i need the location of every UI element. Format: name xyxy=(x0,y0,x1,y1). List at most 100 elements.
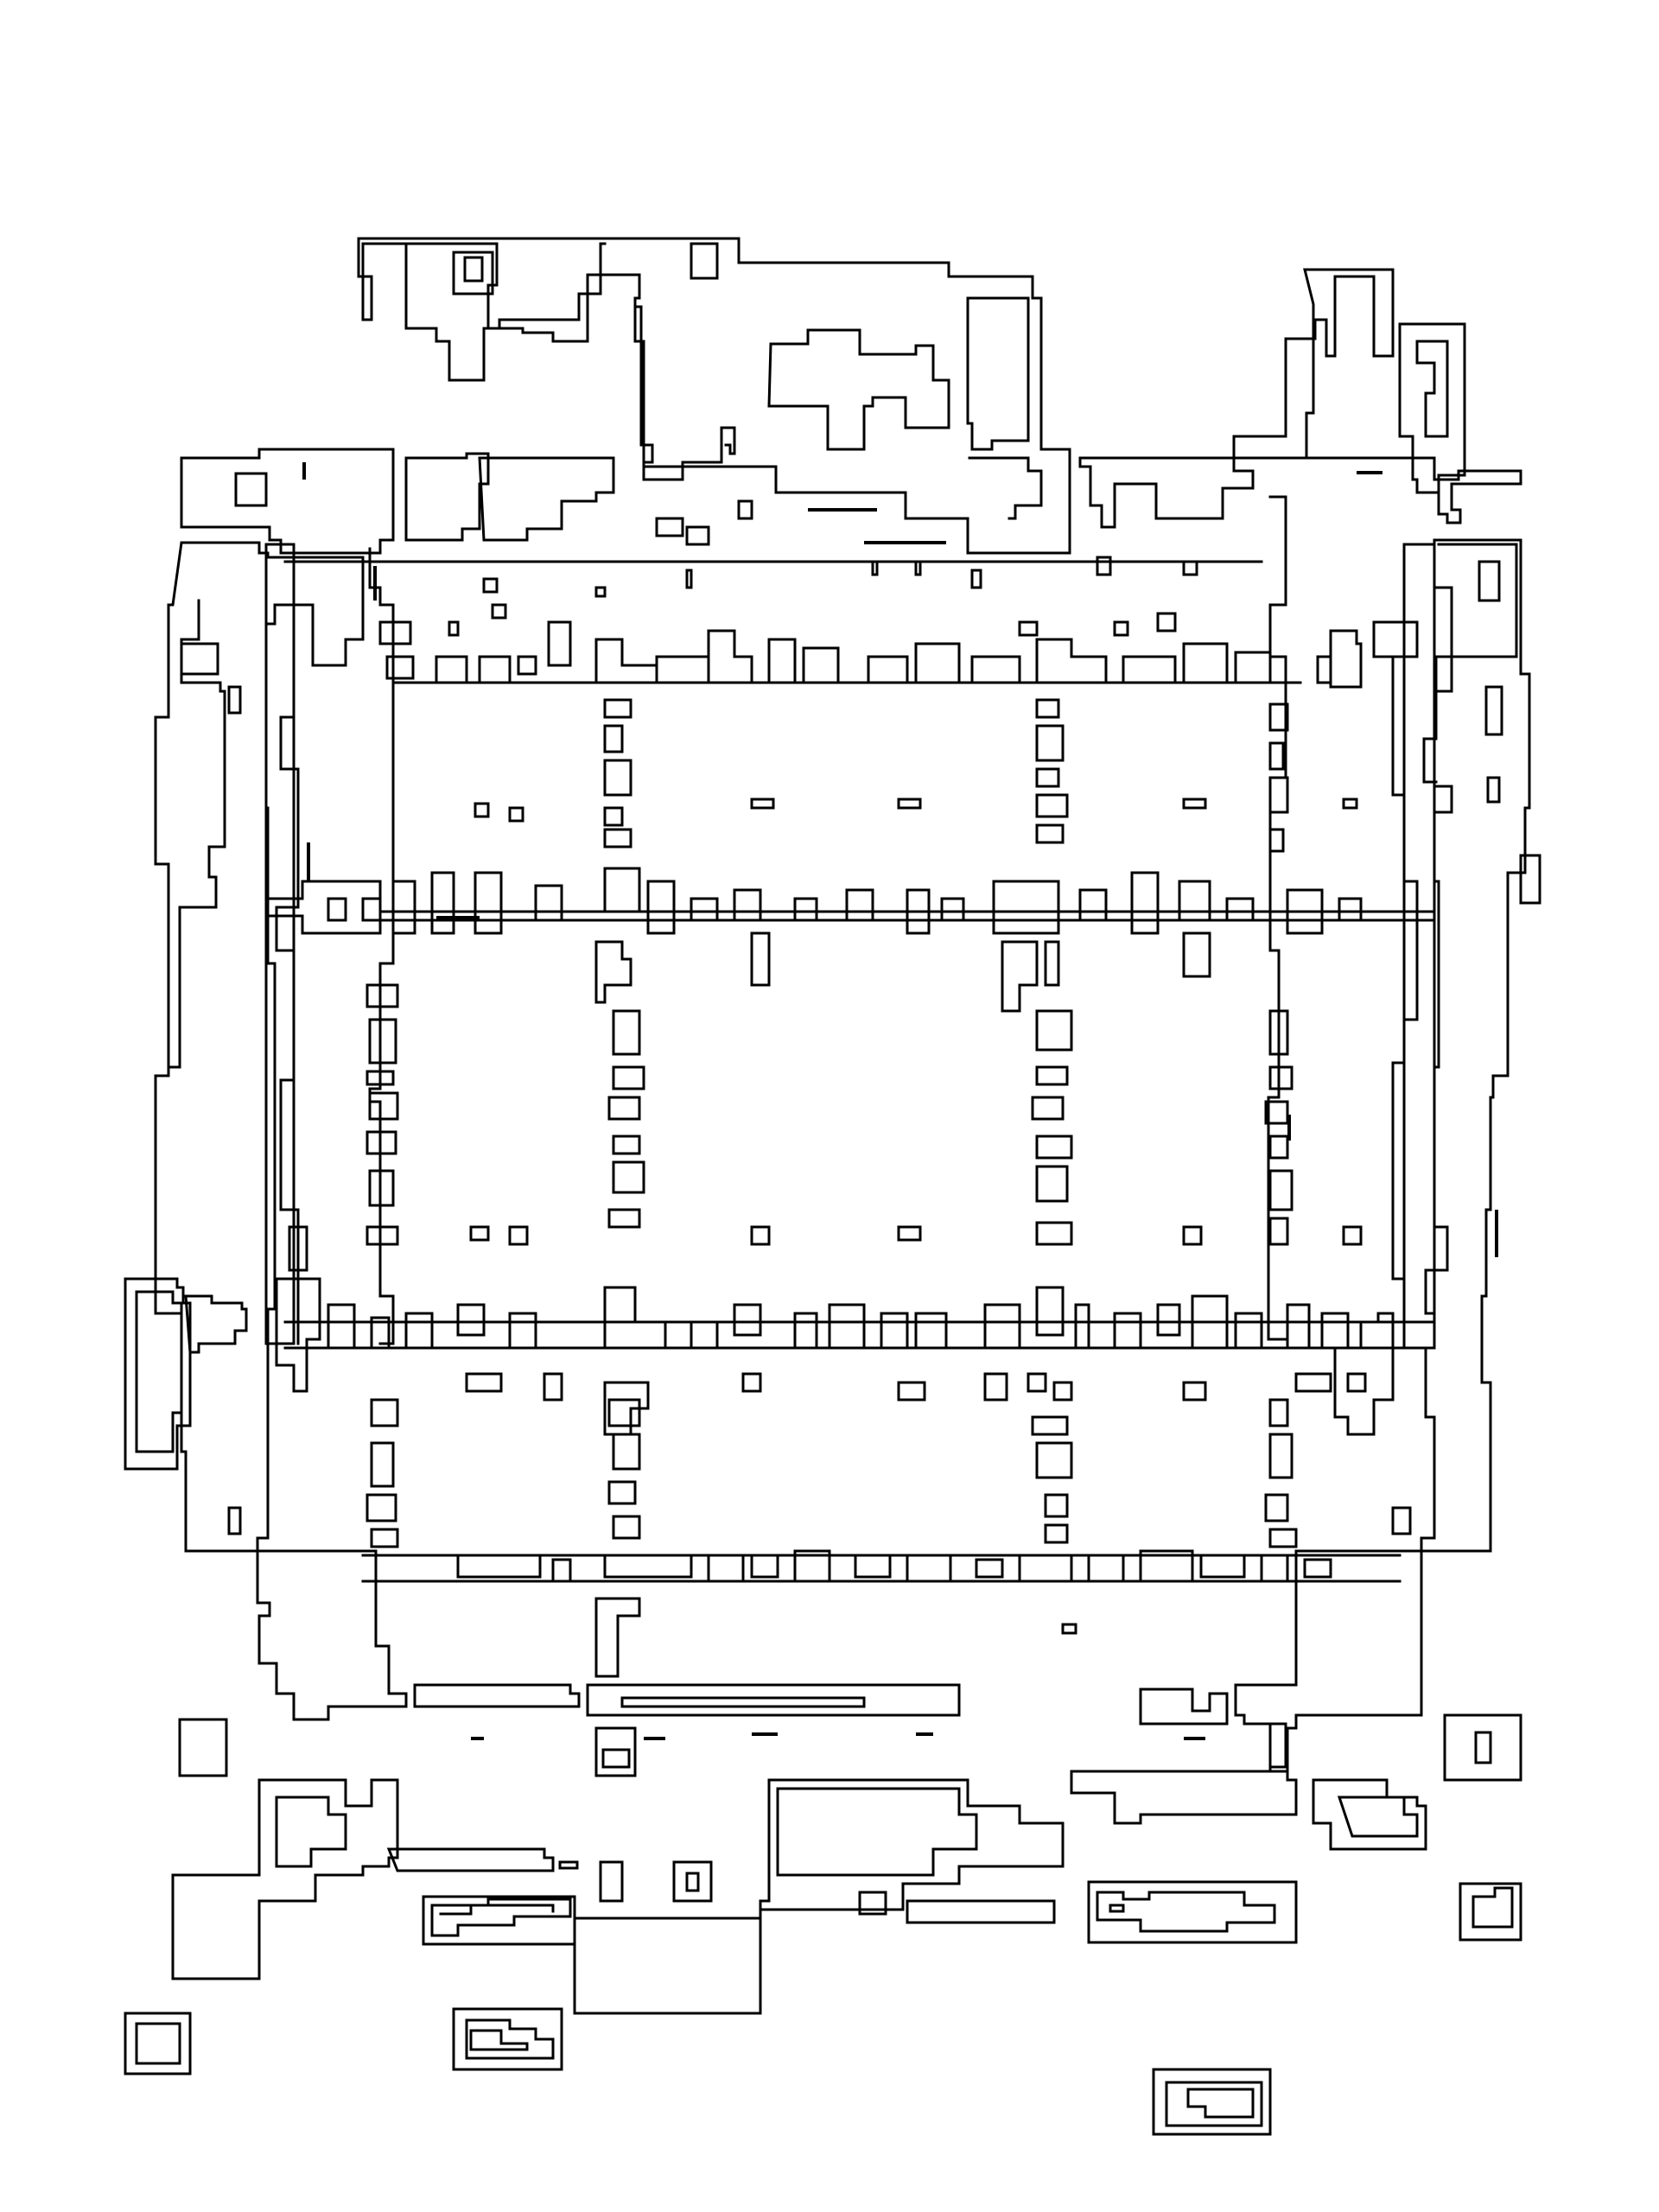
ramp-small-window-inner xyxy=(685,1872,700,1892)
top-window-1-inner xyxy=(463,256,484,283)
foundation-center-inner xyxy=(776,1787,978,1877)
mid2-left-shapes xyxy=(327,1303,537,1350)
dash-left-1 xyxy=(373,566,377,601)
top-right-tower xyxy=(1232,268,1395,460)
base-window-center xyxy=(594,1726,637,1777)
foundation-right-ladder-inner xyxy=(1337,1796,1419,1838)
dash-mid-2 xyxy=(1287,1115,1291,1141)
base-long-ledge-2 xyxy=(586,1683,961,1717)
fragment-bottom-right-inner xyxy=(1165,2081,1263,2127)
foundation-right-ladder xyxy=(1312,1778,1427,1851)
top-window-2 xyxy=(690,242,719,280)
top-window-1 xyxy=(452,251,494,296)
vertical-piers xyxy=(264,495,1436,1350)
base-right-window xyxy=(1268,1722,1287,1769)
pier-inner-right xyxy=(1267,495,1287,1341)
floating-fragments xyxy=(124,2007,1272,2136)
fragment-bottom-right-block xyxy=(1186,2088,1255,2119)
inner-detail-column-left xyxy=(603,698,632,849)
dash-top-4 xyxy=(302,462,306,480)
mid2-center-shapes xyxy=(603,1286,866,1350)
fragment-bottom-left-2 xyxy=(452,2007,563,2071)
fragment-bottom-left xyxy=(124,2012,192,2075)
lower-ramps xyxy=(422,1860,1522,1946)
top-left-ledge-window xyxy=(234,472,268,507)
ramp-right-inner xyxy=(1096,1891,1276,1933)
inner-column-center-left-mid xyxy=(607,1009,645,1229)
inner-column-left-low xyxy=(365,1398,399,1548)
lower-band-shapes xyxy=(456,1554,779,1583)
left-outer-column xyxy=(154,541,365,1553)
base-platform xyxy=(178,1549,1522,1782)
dash-left-2 xyxy=(307,842,310,881)
ramp-left-outer xyxy=(422,1895,576,1946)
mid1-hanging-2 xyxy=(750,931,1039,1013)
ramp-far-right xyxy=(1459,1882,1522,1942)
top-block-lower xyxy=(968,456,1043,520)
dash-top-2 xyxy=(864,541,946,544)
foundation-left-stair-inner xyxy=(275,1796,347,1868)
base-window-center-inner xyxy=(601,1748,631,1769)
mid2-hanging-left xyxy=(465,1372,650,1436)
top-right-slot xyxy=(1398,322,1466,494)
mid1-left-shapes xyxy=(327,871,455,935)
upper-band-left-blocks xyxy=(378,620,572,684)
foundation xyxy=(171,1770,1427,2015)
ramp-small-bar xyxy=(558,1860,579,1870)
pier-inner-left xyxy=(368,547,395,1345)
inner-detail-column-right xyxy=(1268,702,1289,853)
base-long-ledge-2-inner xyxy=(620,1696,866,1708)
foundation-center-block xyxy=(573,1778,1065,2015)
inner-column-center-right-mid xyxy=(1031,1009,1073,1246)
dash-marks xyxy=(302,462,1498,1740)
fragment-bottom-left-2-inner xyxy=(465,2018,555,2060)
lower-band xyxy=(361,1549,1402,1678)
lower-band-shapes-3 xyxy=(1087,1549,1332,1583)
top-center-block xyxy=(966,296,1030,451)
inner-column-mid-low xyxy=(607,1398,641,1540)
left-window-upper xyxy=(180,642,219,676)
mid1-center-shapes-2 xyxy=(733,888,965,935)
right-window-4 xyxy=(1519,854,1541,905)
inner-dashes-mid xyxy=(469,1225,1363,1246)
ramp-right-outer xyxy=(1087,1880,1298,1944)
fragment-bottom-left-inner xyxy=(135,2022,181,2065)
mid1-right-shapes xyxy=(992,871,1363,935)
top-ledge-2 xyxy=(404,452,490,542)
dash-lower-1 xyxy=(752,1732,778,1736)
base-far-right-window xyxy=(1443,1713,1522,1782)
left-outer-column-inner xyxy=(167,599,226,1069)
mid2-hanging-mid xyxy=(741,1372,1047,1402)
mid1-hanging-3 xyxy=(1044,931,1211,987)
outer-contours xyxy=(124,237,1541,1553)
top-right-slot-inner xyxy=(1415,340,1449,438)
ramp-far-right-inner xyxy=(1471,1886,1514,1929)
base-left-window xyxy=(178,1718,228,1777)
upper-band-cross xyxy=(1316,620,1419,689)
inner-details xyxy=(275,499,1363,1548)
pier-right xyxy=(1402,543,1436,1350)
base-left-wall xyxy=(256,1549,408,1721)
inner-detail-row-2 xyxy=(448,499,1177,676)
inner-block-left-wall xyxy=(275,1225,321,1393)
upper-band-blocks xyxy=(594,629,961,684)
mid1-hanging-1 xyxy=(594,940,632,1004)
right-outer-column-inner xyxy=(1422,543,1518,784)
base-right-ledge xyxy=(1139,1688,1229,1726)
foundation-left-stair xyxy=(171,1778,399,1980)
right-lower-ledge-window xyxy=(1391,1506,1412,1535)
top-left-ledge xyxy=(180,448,395,555)
left-window-mid xyxy=(227,685,242,715)
mid1-horizontal xyxy=(266,880,1436,913)
dash-lower-2 xyxy=(916,1732,933,1736)
dash-right-1 xyxy=(1495,1210,1498,1257)
pier-left-detail xyxy=(275,607,300,1345)
right-outer-column xyxy=(1420,538,1531,1553)
left-window-lower xyxy=(227,1506,242,1535)
inner-column-center-low xyxy=(1031,1415,1073,1544)
right-window-3 xyxy=(1486,776,1501,804)
inner-column-right-low xyxy=(1264,1398,1298,1548)
base-long-ledge xyxy=(413,1683,581,1708)
